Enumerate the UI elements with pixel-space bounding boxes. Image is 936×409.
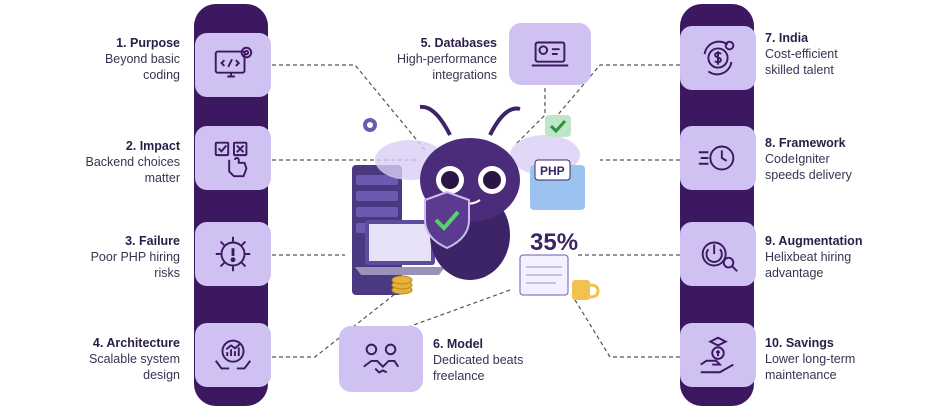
tile-failure [195, 222, 271, 286]
item-title: 7. India [765, 31, 809, 45]
label-databases: 5. Databases High-performance integratio… [397, 35, 497, 83]
item-desc-line2: maintenance [765, 368, 837, 382]
item-desc-line1: Helixbeat hiring [765, 250, 852, 264]
item-title: 6. Model [433, 337, 484, 351]
coins-icon [391, 275, 413, 295]
item-title: 5. Databases [420, 36, 497, 50]
label-augmentation: 9. Augmentation Helixbeat hiring advanta… [765, 233, 862, 281]
item-title: 8. Framework [765, 136, 846, 150]
item-desc-line2: freelance [433, 369, 485, 383]
label-savings: 10. Savings Lower long-term maintenance [765, 335, 855, 383]
tile-databases [509, 23, 591, 85]
item-desc-line1: Scalable system [88, 352, 180, 366]
label-failure: 3. Failure Poor PHP hiring risks [91, 233, 180, 281]
tile-savings [680, 323, 756, 387]
item-desc-line2: matter [144, 171, 180, 185]
speed-clock-icon [698, 145, 735, 171]
tile-framework [680, 126, 756, 190]
item-title: 4. Architecture [92, 336, 180, 350]
php-badge-text: PHP [540, 164, 565, 178]
tile-india [680, 26, 756, 90]
label-impact: 2. Impact Backend choices matter [85, 138, 180, 186]
handshake-icon [363, 343, 400, 374]
item-desc-line2: integrations [432, 68, 497, 82]
item-desc-line1: Cost-efficient [765, 47, 838, 61]
laptop-icon [355, 220, 445, 275]
item-desc-line1: Backend choices [85, 155, 180, 169]
item-desc-line1: Lower long-term [765, 352, 856, 366]
item-desc-line1: Poor PHP hiring [90, 250, 180, 264]
label-architecture: 4. Architecture Scalable system design [89, 335, 180, 383]
item-desc-line1: CodeIgniter [765, 152, 830, 166]
money-hand-icon [700, 336, 734, 374]
power-search-icon [701, 241, 738, 272]
bee-mascot-illustration: PHP 35% [352, 104, 600, 300]
item-title: 2. Impact [125, 139, 180, 153]
item-title: 1. Purpose [116, 36, 180, 50]
item-desc-line2: coding [143, 68, 180, 82]
item-title: 10. Savings [765, 336, 834, 350]
growth-hands-icon [214, 339, 252, 370]
label-purpose: 1. Purpose Beyond basic coding [105, 35, 180, 83]
laptop-gear-icon [531, 41, 569, 67]
tile-model [339, 326, 423, 392]
calendar-icon [519, 254, 569, 296]
item-desc-line1: High-performance [396, 52, 497, 66]
item-desc-line2: speeds delivery [765, 168, 852, 182]
php-folder-icon: PHP [530, 159, 585, 210]
checkbox-hand-icon [214, 141, 248, 178]
antenna-icon [419, 104, 452, 136]
item-desc-line2: skilled talent [765, 63, 834, 77]
item-desc-line2: risks [154, 266, 180, 280]
tile-augmentation [680, 222, 756, 286]
tile-purpose [195, 33, 271, 97]
dollar-cycle-icon [703, 40, 735, 76]
monitor-code-icon [214, 46, 253, 78]
tile-architecture [195, 323, 271, 387]
shield-check-icon [424, 190, 470, 250]
antenna-icon [488, 106, 521, 136]
item-desc-line2: design [143, 368, 180, 382]
item-title: 9. Augmentation [765, 234, 863, 248]
label-model: 6. Model Dedicated beats freelance [433, 336, 523, 384]
mug-icon [572, 280, 600, 300]
label-india: 7. India Cost-efficient skilled talent [765, 30, 838, 78]
item-desc-line1: Dedicated beats [433, 353, 524, 367]
item-title: 3. Failure [125, 234, 180, 248]
gear-icon [363, 118, 377, 132]
check-bubble-icon [545, 115, 571, 137]
percent-badge-text: 35% [530, 229, 578, 256]
tile-impact [195, 126, 271, 190]
warning-gear-icon [215, 236, 251, 272]
label-framework: 8. Framework CodeIgniter speeds delivery [765, 135, 852, 183]
item-desc-line2: advantage [765, 266, 824, 280]
item-desc-line1: Beyond basic [104, 52, 180, 66]
